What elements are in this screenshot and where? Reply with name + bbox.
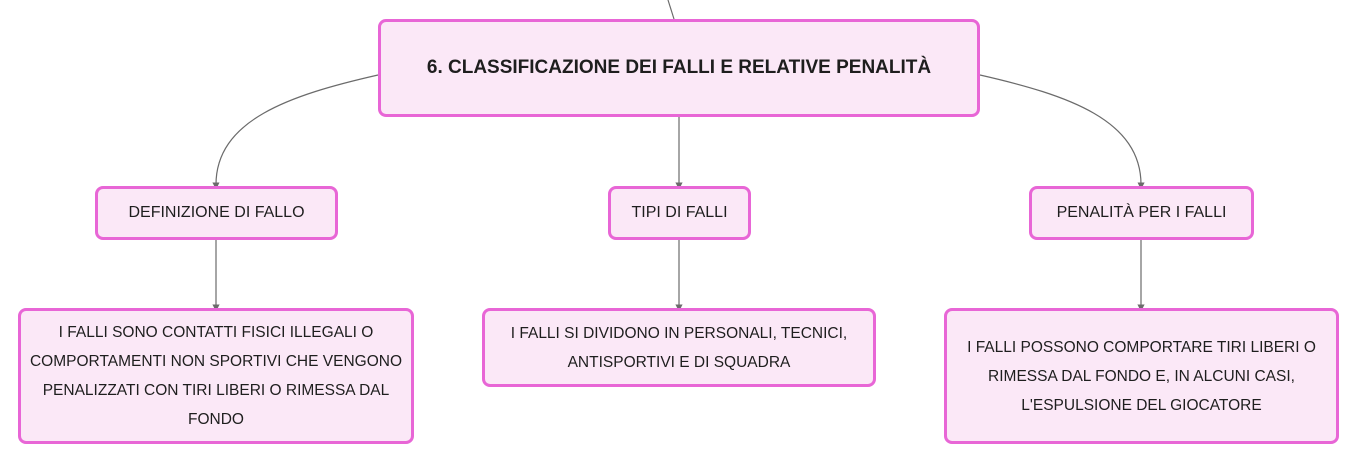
topic-label-penalita: PENALITÀ PER I FALLI: [1056, 204, 1227, 221]
detail-text-definizione: I FALLI SONO CONTATTI FISICI ILLEGALI O …: [29, 324, 403, 428]
connector-root-to-penalita: [979, 74, 1145, 190]
topic-label-definizione: DEFINIZIONE DI FALLO: [128, 204, 305, 221]
detail-text-tipi: I FALLI SI DIVIDONO IN PERSONALI, TECNIC…: [510, 324, 848, 371]
detail-node-penalita[interactable]: I FALLI POSSONO COMPORTARE TIRI LIBERI O…: [944, 308, 1339, 444]
parent-connector: [667, 0, 675, 20]
topic-node-penalita[interactable]: PENALITÀ PER I FALLI: [1029, 186, 1254, 240]
connector-root-to-definizione: [212, 74, 379, 190]
topic-node-definizione[interactable]: DEFINIZIONE DI FALLO: [95, 186, 338, 240]
topic-label-tipi: TIPI DI FALLI: [631, 204, 728, 221]
detail-text-penalita: I FALLI POSSONO COMPORTARE TIRI LIBERI O…: [967, 338, 1316, 414]
detail-node-definizione[interactable]: I FALLI SONO CONTATTI FISICI ILLEGALI O …: [18, 308, 414, 444]
central-topic-node[interactable]: 6. CLASSIFICAZIONE DEI FALLI E RELATIVE …: [378, 19, 980, 117]
central-topic-label: 6. CLASSIFICAZIONE DEI FALLI E RELATIVE …: [426, 57, 932, 78]
topic-node-tipi[interactable]: TIPI DI FALLI: [608, 186, 751, 240]
detail-node-tipi[interactable]: I FALLI SI DIVIDONO IN PERSONALI, TECNIC…: [482, 308, 876, 387]
